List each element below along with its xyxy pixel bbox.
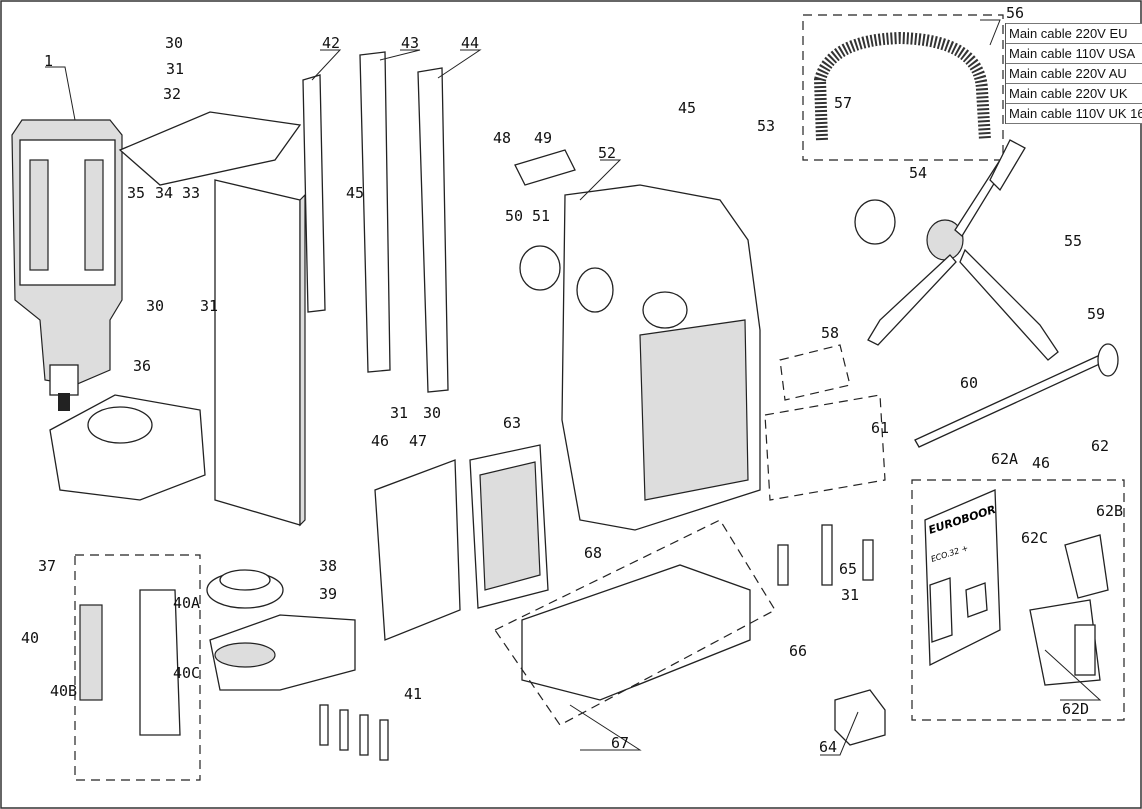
part-label: 67 bbox=[611, 734, 629, 752]
part-label: 31 bbox=[841, 586, 859, 604]
part-label: 64 bbox=[819, 738, 837, 756]
cable-option: Main cable 220V AU bbox=[1006, 64, 1142, 84]
part-label: 46 bbox=[1032, 454, 1050, 472]
part-label: 32 bbox=[163, 85, 181, 103]
part-label: 30 bbox=[146, 297, 164, 315]
handle-part bbox=[854, 139, 1059, 361]
part-label: 37 bbox=[38, 557, 56, 575]
cable-option: Main cable 220V EU bbox=[1006, 23, 1142, 44]
part-label: 53 bbox=[757, 117, 775, 135]
spring-part bbox=[79, 604, 103, 701]
part-label: 65 bbox=[839, 560, 857, 578]
part-label: 31 bbox=[200, 297, 218, 315]
part-label: 35 bbox=[127, 184, 145, 202]
part-label: 62B bbox=[1096, 502, 1123, 520]
group-56-box bbox=[802, 14, 1004, 161]
part-label: 63 bbox=[503, 414, 521, 432]
sleeve-part bbox=[139, 589, 181, 736]
part-label: 49 bbox=[534, 129, 552, 147]
part-label: 68 bbox=[584, 544, 602, 562]
part-label: 59 bbox=[1087, 305, 1105, 323]
part-label: 51 bbox=[532, 207, 550, 225]
capacitor-part bbox=[834, 689, 886, 746]
part-label: 38 bbox=[319, 557, 337, 575]
cable-option: Main cable 110V USA bbox=[1006, 44, 1142, 64]
part-label: 40B bbox=[50, 682, 77, 700]
part-label: 47 bbox=[409, 432, 427, 450]
part-label: 57 bbox=[834, 94, 852, 112]
cable-option: Main cable 110V UK 16 bbox=[1006, 104, 1142, 124]
screws-part bbox=[319, 704, 389, 761]
part-label: 30 bbox=[165, 34, 183, 52]
part-label: 45 bbox=[678, 99, 696, 117]
part-label: 31 bbox=[390, 404, 408, 422]
part-label: 52 bbox=[598, 144, 616, 162]
part-label: 44 bbox=[461, 34, 479, 52]
part-label: 42 bbox=[322, 34, 340, 52]
part-label: 61 bbox=[871, 419, 889, 437]
part-label: 40 bbox=[21, 629, 39, 647]
screws-part bbox=[777, 524, 874, 586]
leader-lines bbox=[45, 19, 1102, 756]
part-label: 30 bbox=[423, 404, 441, 422]
part-label: 31 bbox=[166, 60, 184, 78]
part-label: 43 bbox=[401, 34, 419, 52]
rack-part bbox=[302, 74, 326, 313]
part-label: 48 bbox=[493, 129, 511, 147]
part-label: 50 bbox=[505, 207, 523, 225]
part-label: 55 bbox=[1064, 232, 1082, 250]
part-label: 56 bbox=[1006, 4, 1024, 22]
rail-part bbox=[359, 51, 391, 373]
disc-part bbox=[519, 245, 561, 291]
part-label: 1 bbox=[44, 52, 53, 70]
cable-hose-part bbox=[813, 31, 991, 141]
base-part bbox=[209, 614, 356, 691]
rail-part bbox=[417, 67, 449, 393]
main-cable-table: Main cable 220V EU Main cable 110V USA M… bbox=[1005, 23, 1142, 124]
group-62-box bbox=[911, 479, 1125, 721]
cable-option: Main cable 220V UK bbox=[1006, 84, 1142, 104]
part-label: 41 bbox=[404, 685, 422, 703]
part-label: 40C bbox=[173, 664, 200, 682]
part-label: 40A bbox=[173, 594, 200, 612]
part-label: 60 bbox=[960, 374, 978, 392]
part-label: 46 bbox=[371, 432, 389, 450]
part-label: 62C bbox=[1021, 529, 1048, 547]
part-label: 58 bbox=[821, 324, 839, 342]
top-plate-part bbox=[118, 111, 302, 186]
group-40-box bbox=[74, 554, 201, 781]
part-label: 33 bbox=[182, 184, 200, 202]
motor-part bbox=[11, 119, 123, 411]
part-label: 66 bbox=[789, 642, 807, 660]
part-label: 36 bbox=[133, 357, 151, 375]
part-label: 54 bbox=[909, 164, 927, 182]
part-label: 39 bbox=[319, 585, 337, 603]
part-label: 62D bbox=[1062, 700, 1089, 718]
cable-clamp-part bbox=[514, 149, 576, 186]
part-label: 62 bbox=[1091, 437, 1109, 455]
electronics-box-part bbox=[521, 564, 751, 701]
part-label: 45 bbox=[346, 184, 364, 202]
rocker-switch-part bbox=[1064, 534, 1109, 599]
part-label: 62A bbox=[991, 450, 1018, 468]
part-label: 34 bbox=[155, 184, 173, 202]
cover-plate-part bbox=[374, 459, 461, 641]
